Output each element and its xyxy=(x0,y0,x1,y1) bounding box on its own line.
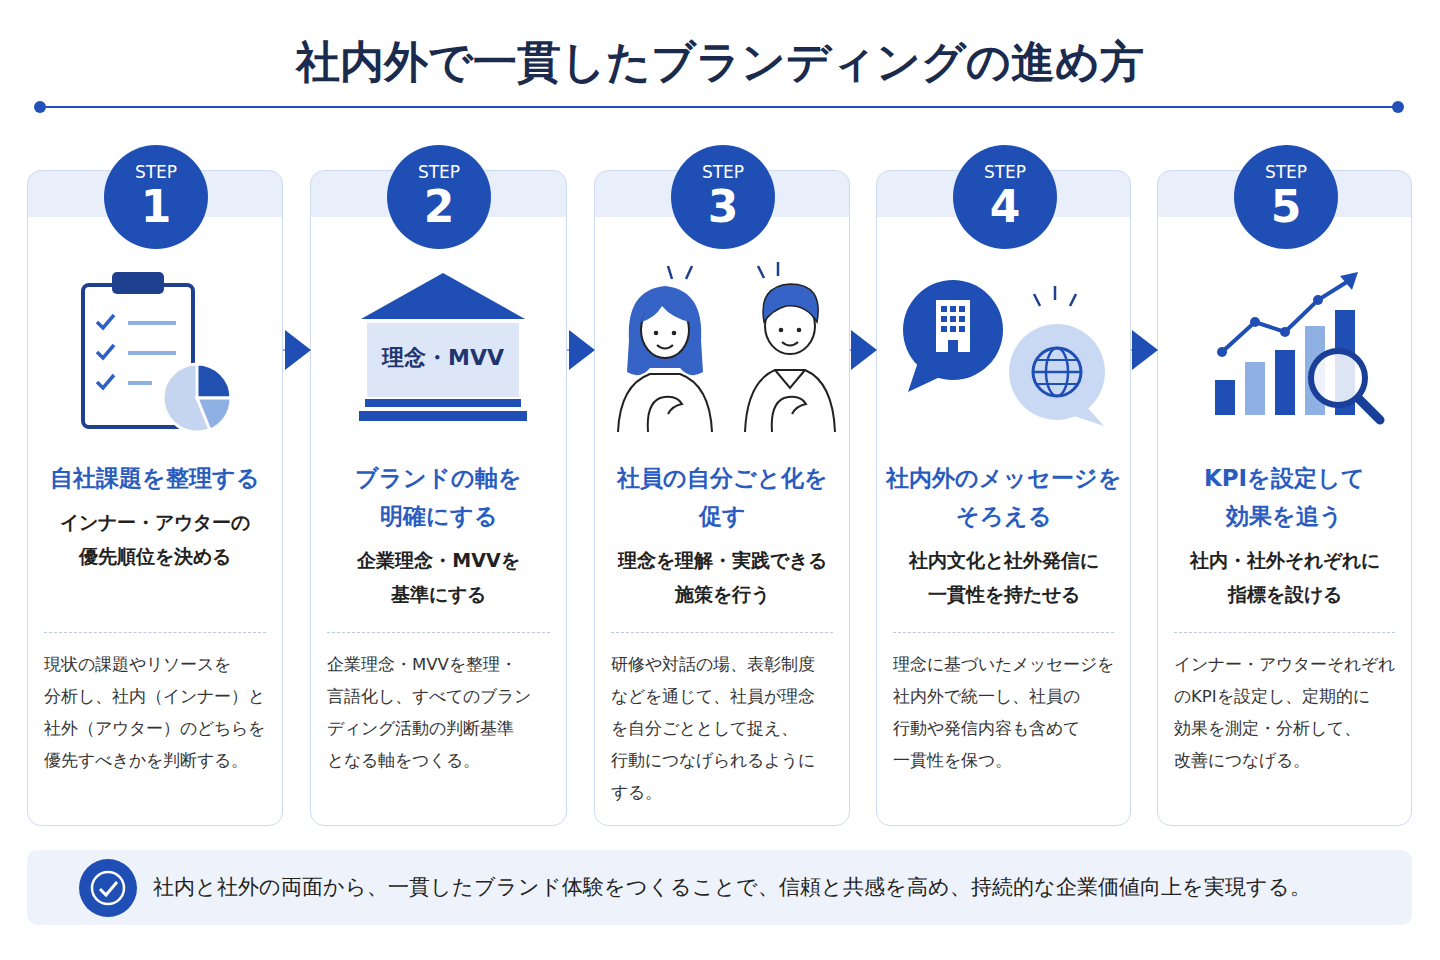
step-number: 4 xyxy=(953,181,1057,233)
flow-arrow xyxy=(567,330,595,370)
card-text-group: 自社課題を整理するインナー・アウターの 優先順位を決める xyxy=(36,459,274,573)
card-text-group: 社内外のメッセージを そろえる社内文化と社外発信に 一貫性を持たせる xyxy=(885,459,1122,611)
step-heading: ブランドの軸を 明確にする xyxy=(319,459,558,535)
connector-line xyxy=(283,350,310,351)
step-heading: 社内外のメッセージを そろえる xyxy=(885,459,1122,535)
step-heading: 社員の自分ごと化を 促す xyxy=(603,459,841,535)
step-heading: KPIを設定して 効果を追う xyxy=(1166,459,1403,535)
step-badge: STEP1 xyxy=(104,145,208,249)
step-card: KPIを設定して 効果を追う社内・社外それぞれに 指標を設けるインナー・アウター… xyxy=(1157,170,1412,826)
arrow-head xyxy=(1132,330,1158,370)
step-description: 研修や対話の場、表彰制度 などを通じて、社員が理念 を自分ごととして捉え、 行動… xyxy=(611,649,837,809)
arrow-head xyxy=(851,330,877,370)
connector-line xyxy=(1131,350,1157,351)
dashed-divider xyxy=(1174,632,1395,633)
building-label: 理念・MVV xyxy=(359,343,527,373)
summary-band: 社内と社外の両面から、一貫したブランド体験をつくることで、信頼と共感を高め、持続… xyxy=(27,850,1412,925)
step-card: 社員の自分ごと化を 促す理念を理解・実践できる 施策を行う研修や対話の場、表彰制… xyxy=(594,170,850,826)
connector-line xyxy=(567,350,594,351)
building-base xyxy=(359,411,527,421)
step-label: STEP xyxy=(104,162,208,182)
arrow-head xyxy=(569,330,595,370)
flow-arrow xyxy=(850,330,877,370)
step-description: 企業理念・MVVを整理・ 言語化し、すべてのブラン ディング活動の判断基準 とな… xyxy=(327,649,554,777)
step-subheading: 社内・社外それぞれに 指標を設ける xyxy=(1166,543,1403,611)
rule-dot xyxy=(1392,101,1404,113)
step-card: 自社課題を整理するインナー・アウターの 優先順位を決める現状の課題やリソースを … xyxy=(27,170,283,826)
dashed-divider xyxy=(611,632,833,633)
step-number: 1 xyxy=(104,181,208,233)
dashed-divider xyxy=(893,632,1114,633)
title-rule xyxy=(34,101,1404,113)
step-description: インナー・アウターそれぞれ のKPIを設定し、定期的に 効果を測定・分析して、 … xyxy=(1174,649,1399,777)
summary-text: 社内と社外の両面から、一貫したブランド体験をつくることで、信頼と共感を高め、持続… xyxy=(153,850,1402,925)
pillar-building: 理念・MVV xyxy=(359,271,527,423)
step-card: 社内外のメッセージを そろえる社内文化と社外発信に 一貫性を持たせる理念に基づい… xyxy=(876,170,1131,826)
building-step xyxy=(365,399,521,407)
arrow-head xyxy=(285,330,311,370)
step-number: 5 xyxy=(1234,181,1338,233)
step-subheading: インナー・アウターの 優先順位を決める xyxy=(36,505,274,573)
rule-dot xyxy=(34,101,46,113)
dashed-divider xyxy=(327,632,550,633)
step-subheading: 社内文化と社外発信に 一貫性を持たせる xyxy=(885,543,1122,611)
step-label: STEP xyxy=(1234,162,1338,182)
step-subheading: 理念を理解・実践できる 施策を行う xyxy=(603,543,841,611)
rule-line xyxy=(40,106,1398,108)
step-number: 2 xyxy=(387,181,491,233)
step-badge: STEP5 xyxy=(1234,145,1338,249)
dashed-divider xyxy=(44,632,266,633)
connector-line xyxy=(850,350,876,351)
flow-arrow xyxy=(283,330,311,370)
step-label: STEP xyxy=(671,162,775,182)
step-heading: 自社課題を整理する xyxy=(36,459,274,497)
step-subheading: 企業理念・MVVを 基準にする xyxy=(319,543,558,611)
card-text-group: KPIを設定して 効果を追う社内・社外それぞれに 指標を設ける xyxy=(1166,459,1403,611)
step-card: ブランドの軸を 明確にする企業理念・MVVを 基準にする企業理念・MVVを整理・… xyxy=(310,170,567,826)
step-description: 理念に基づいたメッセージを 社内外で統一し、社員の 行動や発信内容も含めて 一貫… xyxy=(893,649,1118,777)
step-badge: STEP2 xyxy=(387,145,491,249)
step-description: 現状の課題やリソースを 分析し、社内（インナー）と 社外（アウター）のどちらを … xyxy=(44,649,270,777)
step-label: STEP xyxy=(953,162,1057,182)
diagram-title: 社内外で一貫したブランディングの進め方 xyxy=(0,32,1440,92)
step-badge: STEP4 xyxy=(953,145,1057,249)
step-number: 3 xyxy=(671,181,775,233)
flow-arrow xyxy=(1131,330,1158,370)
card-text-group: ブランドの軸を 明確にする企業理念・MVVを 基準にする xyxy=(319,459,558,611)
building-roof xyxy=(361,273,525,319)
card-text-group: 社員の自分ごと化を 促す理念を理解・実践できる 施策を行う xyxy=(603,459,841,611)
step-label: STEP xyxy=(387,162,491,182)
step-badge: STEP3 xyxy=(671,145,775,249)
